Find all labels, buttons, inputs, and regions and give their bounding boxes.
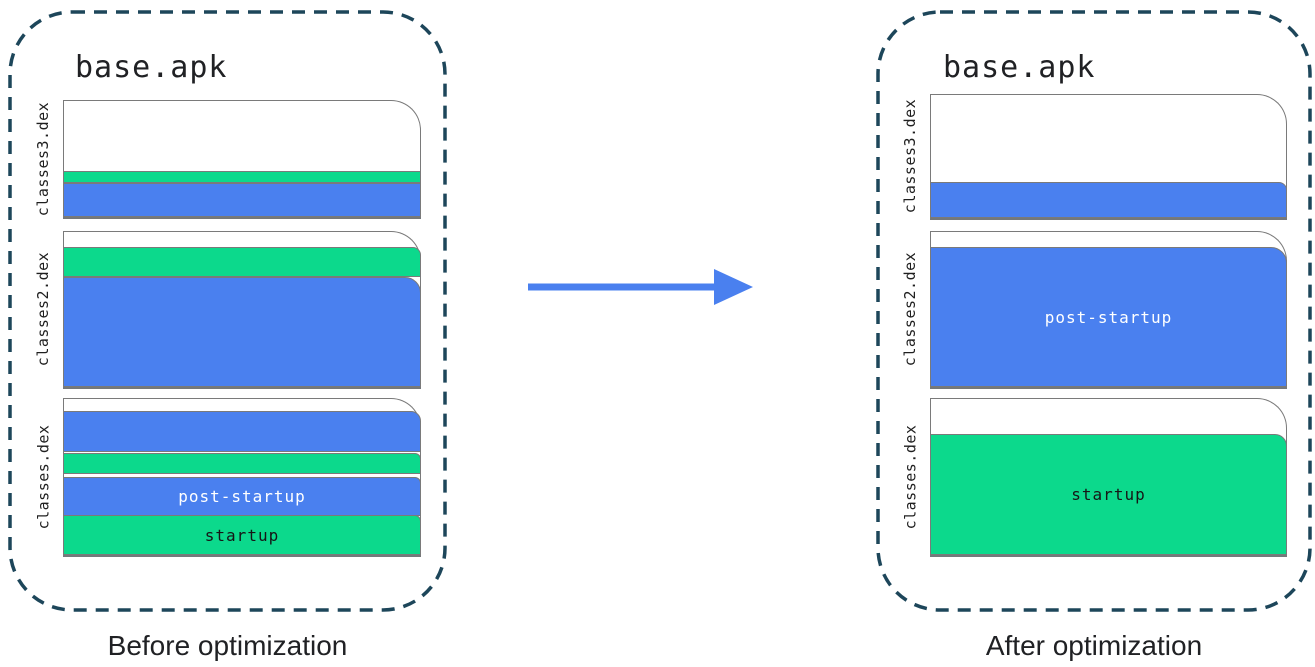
caption-after: After optimization: [985, 630, 1203, 661]
apk-title: base.apk: [943, 50, 1096, 85]
startup-band: [63, 247, 421, 277]
startup-band: [63, 453, 421, 474]
startup-band-labeled: startup: [930, 434, 1287, 555]
dashed-border: [8, 10, 447, 612]
post-startup-band: [63, 183, 421, 217]
right-arrow-icon: [528, 269, 753, 305]
caption-before: Before optimization: [107, 630, 348, 661]
dex-file-classes3-after: classes3.dex: [901, 94, 1287, 220]
dex-file-classes-after: classes.dex startup: [901, 398, 1287, 557]
dex-file-classes2-before: classes2.dex: [34, 231, 421, 389]
dex-file-classes2-after: classes2.dex post-startup: [901, 231, 1287, 389]
post-startup-band: [63, 277, 421, 387]
startup-band: [63, 171, 421, 183]
dashed-border: [876, 10, 1312, 612]
startup-band-labeled: startup: [63, 515, 421, 555]
post-startup-band-labeled: post-startup: [63, 477, 421, 516]
dex-file-label: classes2.dex: [34, 251, 52, 367]
dex-file-label: classes2.dex: [901, 251, 919, 367]
dex-file-label: classes.dex: [34, 424, 52, 529]
panel-before-optimization: base.apk classes3.dex classes2.dex class…: [8, 10, 447, 612]
dex-file-label: classes.dex: [901, 424, 919, 529]
dex-file-label: classes3.dex: [901, 98, 919, 214]
post-startup-band-labeled: post-startup: [930, 247, 1287, 387]
panel-after-optimization: base.apk classes3.dex classes2.dex post-…: [876, 10, 1312, 612]
apk-title: base.apk: [75, 50, 228, 85]
post-startup-band: [930, 182, 1287, 218]
dex-file-classes3-before: classes3.dex: [34, 100, 421, 219]
dex-file-classes-before: classes.dex post-startup startup: [34, 398, 421, 557]
post-startup-band: [63, 411, 421, 452]
dex-file-label: classes3.dex: [34, 101, 52, 216]
